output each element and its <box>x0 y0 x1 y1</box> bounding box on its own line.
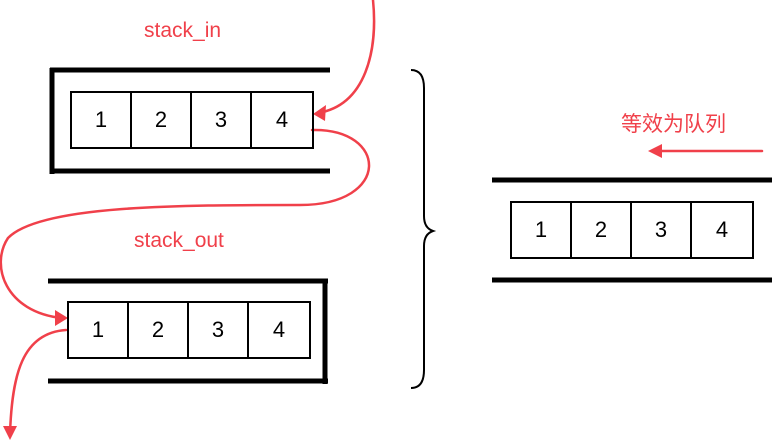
stack-out-cell: 4 <box>272 317 286 342</box>
stack-in-cell: 4 <box>275 107 289 132</box>
stack-out-label: stack_out <box>134 229 224 252</box>
stack-out-cell: 1 <box>69 303 129 357</box>
queue-container <box>492 177 772 283</box>
push-arrowhead <box>313 105 326 121</box>
stack-in-container <box>49 67 330 174</box>
stack-out-cell: 2 <box>129 303 189 357</box>
transfer-arrow <box>0 128 371 320</box>
stack-in-cell: 3 <box>192 93 252 147</box>
queue-cells: 1 2 3 4 <box>510 201 754 259</box>
stack-in-label: stack_in <box>144 19 222 42</box>
pop-arrowhead <box>3 426 17 440</box>
stack-in-cells: 1 2 3 4 <box>70 91 314 149</box>
stack-out-cells: 1 2 3 4 <box>67 301 311 359</box>
stack-in-cell: 1 <box>72 93 132 147</box>
stack-out-container <box>48 278 328 384</box>
queue-cell: 2 <box>572 203 632 257</box>
queue-cell: 4 <box>715 217 729 242</box>
stack-in-cell: 2 <box>132 93 192 147</box>
queue-cell: 3 <box>632 203 692 257</box>
push-arrow <box>316 0 376 115</box>
pop-arrow <box>8 328 68 436</box>
queue-cell: 1 <box>512 203 572 257</box>
queue-label: 等效为队列 <box>621 113 726 136</box>
queue-direction-arrowhead <box>648 144 662 158</box>
stack-out-cell: 3 <box>189 303 249 357</box>
transfer-arrowhead <box>55 310 68 326</box>
grouping-brace <box>410 69 437 389</box>
